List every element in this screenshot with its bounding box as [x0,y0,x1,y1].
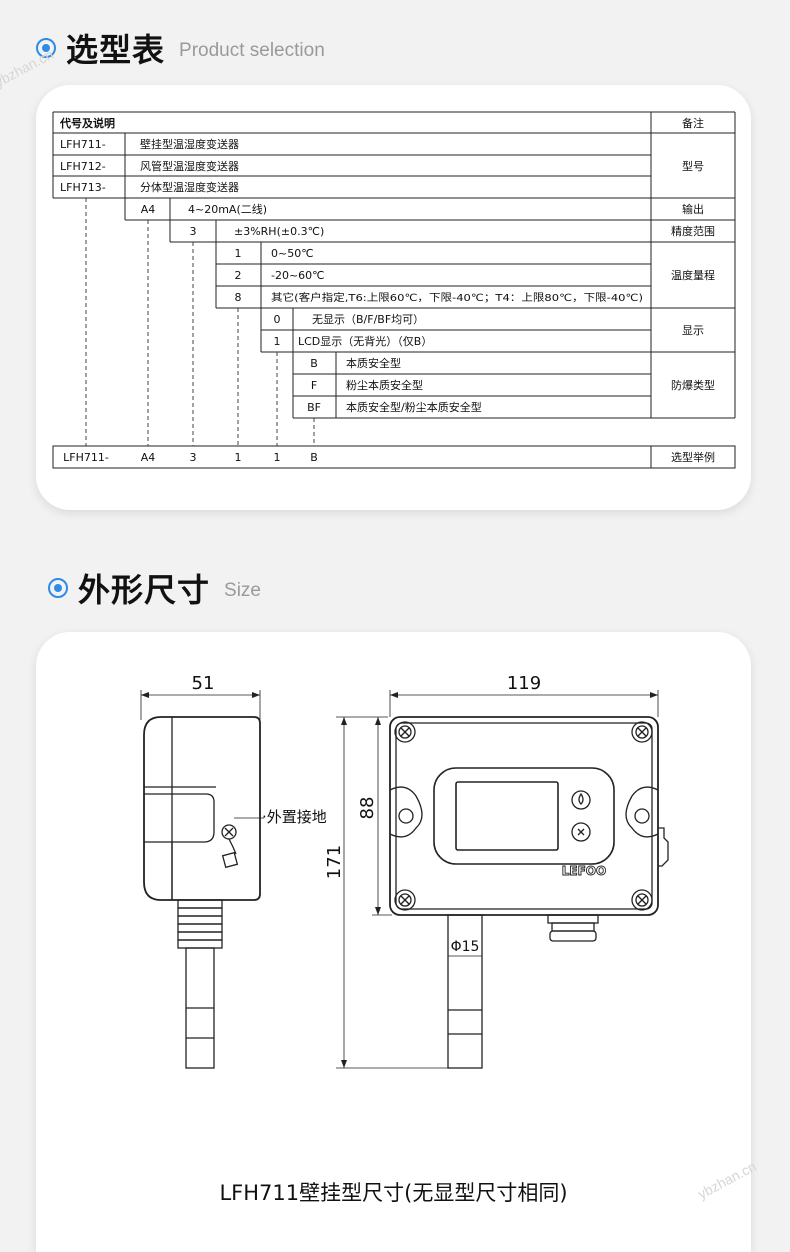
dimension-drawing-card: ·外置接地 51 [36,632,751,1252]
dim-probe: Φ15 [451,939,480,955]
model-desc: 壁挂型温湿度变送器 [140,137,239,151]
explosion-code: B [310,357,318,370]
output-note: 输出 [682,202,704,216]
explosion-desc: 粉尘本质安全型 [346,378,423,392]
display-code: 1 [274,335,281,348]
example-value: B [310,451,318,464]
example-value: LFH711- [63,451,109,464]
example-value: 3 [190,451,197,464]
section-header-size: 外形尺寸 Size [48,565,261,611]
brand-logo: LEFOO [562,864,606,878]
model-desc: 风管型温湿度变送器 [140,159,239,173]
dim-depth: 51 [192,673,215,694]
accuracy-note: 精度范围 [671,224,715,238]
explosion-note: 防爆类型 [671,378,715,392]
example-value: 1 [235,451,242,464]
section-subtitle: Size [224,580,261,601]
explosion-desc: 本质安全型 [346,356,401,370]
temp-code: 8 [235,291,242,304]
dim-height-body: 88 [357,797,378,820]
output-desc: 4~20mA(二线) [188,202,267,216]
dimension-drawing: ·外置接地 51 [140,673,669,1069]
section-header-selection: 选型表 Product selection [36,25,325,71]
example-value: A4 [141,451,156,464]
selection-table: 代号及说明 备注 LFH711- 壁挂型温湿度变送器 LFH712- 风管型温湿… [52,111,736,469]
display-desc: 无显示（B/F/BF均可） [312,313,424,326]
display-desc: LCD显示（无背光）（仅B） [298,334,432,348]
temp-code: 2 [235,269,242,282]
temp-desc: -20~60℃ [271,269,325,282]
bullet-icon [48,578,68,598]
temp-note: 温度量程 [671,268,715,282]
temp-code: 1 [235,247,242,260]
side-view [140,690,264,1069]
temp-desc: 其它(客户指定,T6:上限60℃，下限-40℃；T4：上限80℃，下限-40℃) [271,291,643,304]
accuracy-code: 3 [190,225,197,238]
drawing-caption: LFH711壁挂型尺寸(无显型尺寸相同) [219,1181,568,1205]
display-note: 显示 [682,324,704,337]
header-code-label: 代号及说明 [59,116,115,130]
bullet-icon [36,38,56,58]
front-view [336,690,669,1069]
header-note-label: 备注 [682,116,704,130]
model-code: LFH712- [60,160,106,173]
model-note: 型号 [682,159,704,173]
explosion-code: F [311,379,317,392]
section-title: 选型表 [66,31,166,69]
example-value: 1 [274,451,281,464]
model-code: LFH713- [60,181,106,194]
dim-height-total: 171 [324,845,345,879]
example-note: 选型举例 [671,450,715,464]
output-code: A4 [141,203,156,216]
ground-label: ·外置接地 [262,808,327,826]
section-subtitle: Product selection [179,40,325,61]
model-desc: 分体型温湿度变送器 [140,180,239,194]
selection-table-card: 代号及说明 备注 LFH711- 壁挂型温湿度变送器 LFH712- 风管型温湿… [36,85,751,510]
accuracy-desc: ±3%RH(±0.3℃) [234,225,324,238]
explosion-code: BF [307,401,321,414]
temp-desc: 0~50℃ [271,247,314,260]
model-code: LFH711- [60,138,106,151]
display-code: 0 [274,313,281,326]
explosion-desc: 本质安全型/粉尘本质安全型 [346,400,482,414]
section-title: 外形尺寸 [78,571,211,609]
dim-width: 119 [507,673,541,694]
